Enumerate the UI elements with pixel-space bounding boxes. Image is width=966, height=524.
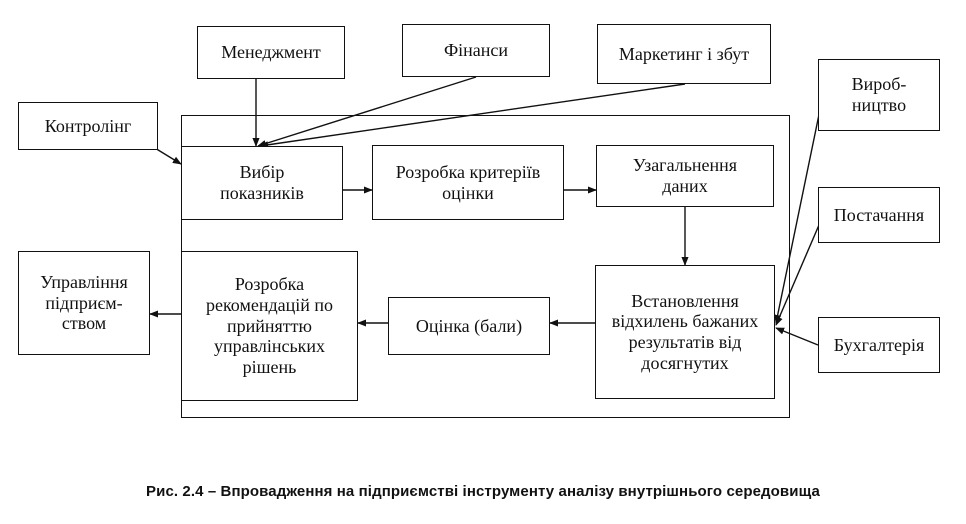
node-select-indicators-label: Вибір показників [220, 162, 304, 203]
node-production-label: Вироб- ництво [851, 74, 907, 115]
node-finance: Фінанси [402, 24, 550, 77]
node-scoring-label: Оцінка (бали) [415, 315, 523, 336]
node-supply-label: Постачання [833, 204, 925, 225]
arrow-accounting-to-deviations [775, 327, 819, 346]
node-management: Менеджмент [197, 26, 345, 79]
figure-caption: Рис. 2.4 – Впровадження на підприємстві … [146, 483, 820, 500]
node-production: Вироб- ництво [818, 59, 940, 131]
node-supply: Постачання [818, 187, 940, 243]
node-finance-label: Фінанси [443, 40, 509, 61]
node-select-indicators: Вибір показників [181, 146, 343, 220]
node-recommendations-label: Розробка рекомендацій по прийняттю управ… [205, 274, 334, 378]
node-accounting-label: Бухгалтерія [833, 334, 925, 355]
arrow-supply-to-deviations [775, 217, 823, 326]
node-management-label: Менеджмент [221, 42, 321, 63]
node-deviations: Встановлення відхилень бажаних результат… [595, 265, 775, 399]
node-criteria: Розробка критеріїв оцінки [372, 145, 564, 220]
node-marketing-label: Маркетинг і збут [618, 43, 750, 64]
node-criteria-label: Розробка критеріїв оцінки [395, 161, 541, 203]
arrow-production-to-deviations [774, 99, 823, 324]
node-controlling: Контролінг [18, 102, 158, 150]
node-recommendations: Розробка рекомендацій по прийняттю управ… [181, 251, 358, 401]
arrow-finance-to-select-indicators [257, 76, 477, 147]
node-controlling-label: Контролінг [44, 115, 132, 136]
node-accounting: Бухгалтерія [818, 317, 940, 373]
node-summarize: Узагальнення даних [596, 145, 774, 207]
node-summarize-label: Узагальнення даних [632, 155, 738, 196]
node-enterprise-mgmt: Управління підприєм- ством [18, 251, 150, 355]
node-scoring: Оцінка (бали) [388, 297, 550, 355]
node-deviations-label: Встановлення відхилень бажаних результат… [611, 290, 759, 373]
node-enterprise-mgmt-label: Управління підприєм- ством [40, 271, 128, 334]
node-marketing: Маркетинг і збут [597, 24, 771, 84]
